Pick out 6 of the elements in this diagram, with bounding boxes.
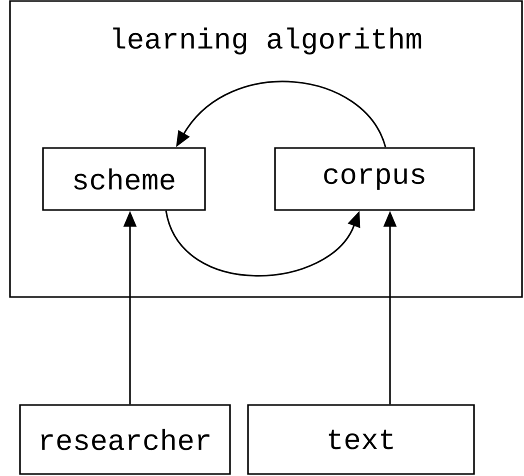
box: researcher [19,404,231,475]
arrow [165,210,360,276]
box: corpus [274,147,475,211]
arrow [176,81,386,148]
box: scheme [42,147,206,211]
box: text [247,404,475,475]
